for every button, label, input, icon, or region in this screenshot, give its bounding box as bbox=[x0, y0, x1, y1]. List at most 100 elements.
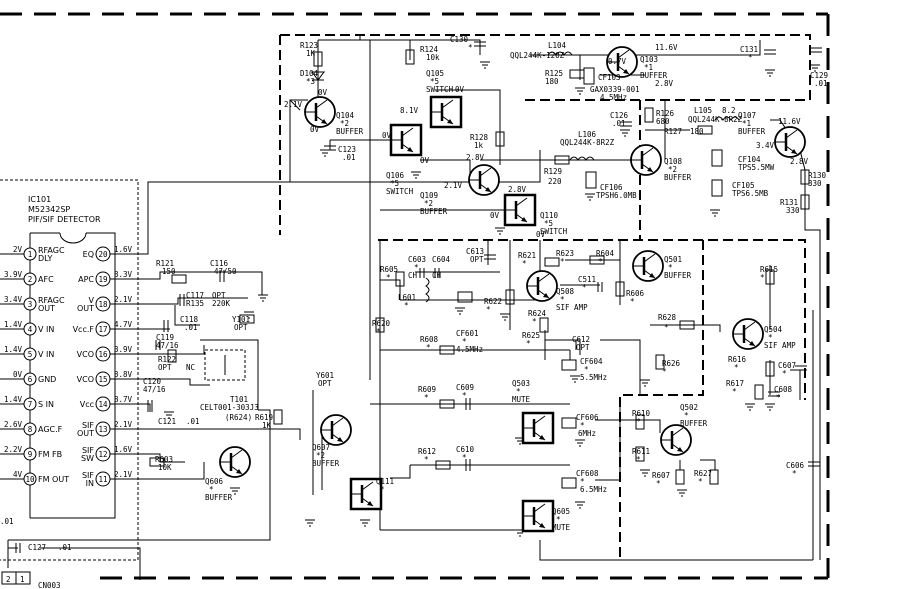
transistor-role: BUFFER bbox=[640, 71, 668, 80]
ic-pin-voltage: 3.8V bbox=[114, 370, 133, 379]
r623-value: * bbox=[560, 257, 565, 266]
transistor-name: Q107 bbox=[738, 111, 756, 120]
ic-pin-name-2: OUT bbox=[77, 429, 94, 438]
transistor-q504: Q504*SIF AMP bbox=[732, 318, 796, 350]
l106-label: L106 bbox=[578, 130, 597, 139]
cf606-value: * bbox=[580, 421, 585, 430]
c118-value: .01 bbox=[184, 323, 198, 332]
r122-value: OPT bbox=[158, 363, 172, 372]
c604-ch: CH bbox=[432, 271, 442, 280]
transistor-role: BUFFER bbox=[312, 459, 340, 468]
ic-pin-number: 12 bbox=[98, 450, 107, 459]
r627-label: R627 bbox=[694, 469, 712, 478]
transistor-q502: Q502*BUFFER bbox=[660, 403, 708, 456]
r617-value: * bbox=[732, 387, 737, 396]
l104-value: QQL244K-120Z bbox=[510, 51, 565, 60]
c123-label: C123 bbox=[338, 145, 356, 154]
ic-pin-name: APC bbox=[78, 275, 94, 284]
r128-value: 1k bbox=[474, 141, 484, 150]
c511-value: * bbox=[582, 283, 587, 292]
c120-label: C120 bbox=[143, 377, 162, 386]
ic-pin-name: AFC bbox=[38, 275, 54, 284]
r123-value: 1K bbox=[306, 49, 316, 58]
c608-value: * bbox=[776, 393, 781, 402]
transistor-q503: Q503*MUTE bbox=[512, 379, 555, 445]
r620-value: * bbox=[376, 327, 381, 336]
ic-pin-name: Vcc bbox=[80, 400, 94, 409]
r606-value: * bbox=[630, 297, 635, 306]
transistor-note: * bbox=[684, 411, 689, 420]
l601-label: L601 bbox=[398, 293, 416, 302]
r617-label: R617 bbox=[726, 379, 744, 388]
r615-value: * bbox=[760, 273, 765, 282]
ic-pin-number: 4 bbox=[28, 325, 33, 334]
transistor-role: SIF AMP bbox=[764, 341, 796, 350]
ic-pin-name: EQ bbox=[83, 250, 94, 259]
transistor-name: Q605 bbox=[552, 507, 570, 516]
c123-value: .01 bbox=[342, 153, 356, 162]
transistor-name: Q502 bbox=[680, 403, 698, 412]
transistor-name: Q109 bbox=[420, 191, 438, 200]
r624-ref: (R624) bbox=[225, 413, 252, 422]
r611-label: R611 bbox=[632, 447, 650, 456]
ic-pin-number: 16 bbox=[98, 350, 108, 359]
c610-value: * bbox=[462, 453, 467, 462]
ic-pin-name: V IN bbox=[38, 350, 54, 359]
ic-pin-voltage: 3.9V bbox=[4, 270, 23, 279]
ic-pin-number: 18 bbox=[98, 300, 108, 309]
r603-label: R603 bbox=[155, 455, 173, 464]
ic-pin-voltage: 4.7V bbox=[114, 320, 133, 329]
transistor-name: Q503 bbox=[512, 379, 530, 388]
transistor-q606: Q606*BUFFER bbox=[205, 446, 251, 502]
c119-value: 47/16 bbox=[156, 341, 179, 350]
d104-value: *3 bbox=[306, 77, 315, 86]
c116-value: 47/50 bbox=[214, 267, 237, 276]
cn003-pin2: 2 bbox=[6, 575, 11, 584]
c126-label: C126 bbox=[610, 111, 629, 120]
r627-value: * bbox=[698, 477, 703, 486]
transistor-note: *1 bbox=[742, 119, 751, 128]
ic-pin-name: SIF bbox=[82, 446, 94, 455]
ic-pin-name: FM OUT bbox=[38, 475, 69, 484]
transistor-name: Q105 bbox=[426, 69, 444, 78]
ic-pin-voltage: 2V bbox=[13, 245, 23, 254]
r620-label: R620 bbox=[372, 319, 391, 328]
ic-name: IC101 bbox=[28, 195, 51, 204]
r122-label: R122 bbox=[158, 355, 176, 364]
ic-pin-voltage: 2.1V bbox=[114, 420, 133, 429]
c607-value: * bbox=[782, 369, 787, 378]
volt-q106-b: 0V bbox=[420, 156, 430, 165]
ic-pin-7: 71.4VS IN bbox=[0, 395, 54, 411]
t101-value: CELT001-303J3 bbox=[200, 403, 259, 412]
c603-ch: CH bbox=[408, 271, 418, 280]
ic-pin-name-2: OUT bbox=[38, 304, 55, 313]
d104-label: D104 bbox=[300, 69, 319, 78]
cf103-freq: 4.5MHz bbox=[600, 93, 627, 102]
c606-label: C606 bbox=[786, 461, 805, 470]
transistor-role: BUFFER bbox=[738, 127, 766, 136]
volt-q104-emit: 0V bbox=[310, 125, 320, 134]
y101-value: OPT bbox=[234, 323, 248, 332]
ic-pin-voltage: 1.6V bbox=[114, 445, 133, 454]
r616-label: R616 bbox=[728, 355, 747, 364]
r610-label: R610 bbox=[632, 409, 651, 418]
ic-pin-number: 3 bbox=[28, 300, 33, 309]
ic-pin-name-2: SW bbox=[81, 454, 94, 463]
r626-label: R626 bbox=[662, 359, 681, 368]
transistor-note: *1 bbox=[644, 63, 653, 72]
transistor-name: Q501 bbox=[664, 255, 682, 264]
cf608-value: * bbox=[580, 477, 585, 486]
r124-value: 10k bbox=[426, 53, 440, 62]
transistor-note: * bbox=[768, 333, 773, 342]
voltage-labels: 0V 2.1V 0V 0V 8.1V 0V 0V 2.8V 2.1V 2.8V … bbox=[284, 43, 809, 239]
ic-pin-voltage: 1.6V bbox=[114, 245, 133, 254]
ic-pin-number: 11 bbox=[98, 475, 107, 484]
